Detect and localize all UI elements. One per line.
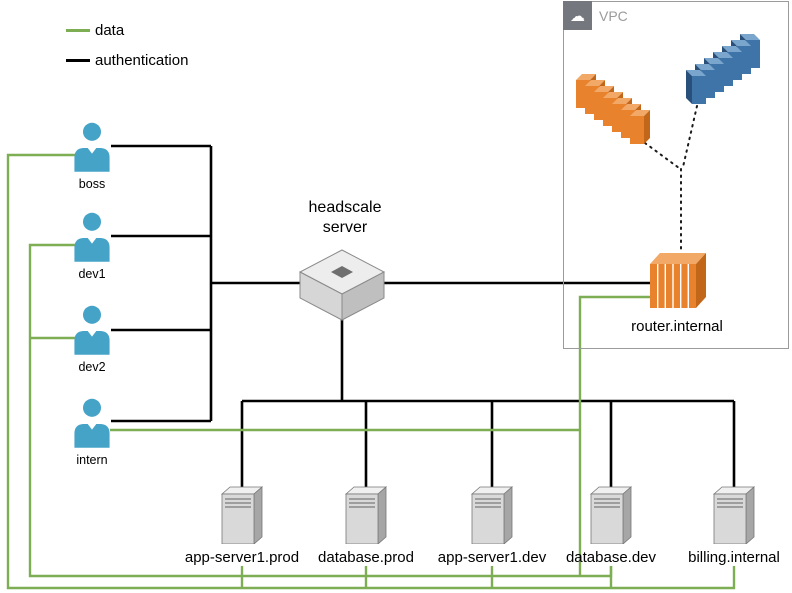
- vpc-boundary-box: [563, 1, 789, 349]
- person-icon: [74, 122, 110, 172]
- person-icon: [74, 305, 110, 355]
- server-label-database-prod: database.prod: [318, 549, 414, 566]
- server-label-billing-internal: billing.internal: [688, 549, 780, 566]
- server-node-database-prod: [344, 486, 388, 549]
- router-internal-label: router.internal: [631, 318, 723, 335]
- server-label-app-server1-dev: app-server1.dev: [437, 549, 547, 566]
- server-tower-icon: [220, 486, 264, 545]
- legend-label-authentication: authentication: [95, 52, 189, 69]
- server-node-billing-internal: [712, 486, 756, 549]
- authentication-edges: [111, 144, 736, 487]
- legend-item-authentication: authentication: [66, 52, 188, 69]
- server-node-app-server1-prod: [220, 486, 264, 549]
- headscale-server-label: headscale server: [308, 199, 382, 236]
- user-label-dev1: dev1: [78, 267, 106, 281]
- user-node-boss: [73, 122, 111, 177]
- user-label-intern: intern: [76, 453, 108, 467]
- person-icon: [74, 398, 110, 448]
- legend-label-data: data: [95, 22, 125, 39]
- server-node-app-server1-dev: [470, 486, 514, 549]
- authentication-line-swatch: [66, 59, 90, 62]
- server-tower-icon: [470, 486, 514, 545]
- vpc-dotted-edges: [644, 105, 698, 252]
- user-node-dev2: [73, 305, 111, 360]
- person-icon: [74, 212, 110, 262]
- blue-instance-stack-icon: [686, 34, 760, 104]
- router-icon: [650, 253, 706, 308]
- node-router-internal: [650, 250, 706, 317]
- data-edges: [6, 153, 736, 590]
- server-label-app-server1-prod: app-server1.prod: [184, 549, 300, 566]
- legend-item-data: data: [66, 22, 124, 39]
- orange-instance-stack-icon: [576, 74, 650, 144]
- cloud-icon: ☁: [563, 1, 592, 30]
- user-node-dev1: [73, 212, 111, 267]
- data-line-swatch: [66, 29, 90, 32]
- user-node-intern: [73, 398, 111, 453]
- server-tower-icon: [344, 486, 388, 545]
- server-tower-icon: [589, 486, 633, 545]
- server-label-database-dev: database.dev: [565, 549, 657, 566]
- server-node-database-dev: [589, 486, 633, 549]
- node-headscale-server: [298, 248, 386, 327]
- vpc-label: VPC: [599, 8, 628, 24]
- server-tower-icon: [712, 486, 756, 545]
- user-label-boss: boss: [78, 177, 106, 191]
- cube-icon: [298, 249, 386, 321]
- user-label-dev2: dev2: [78, 360, 106, 374]
